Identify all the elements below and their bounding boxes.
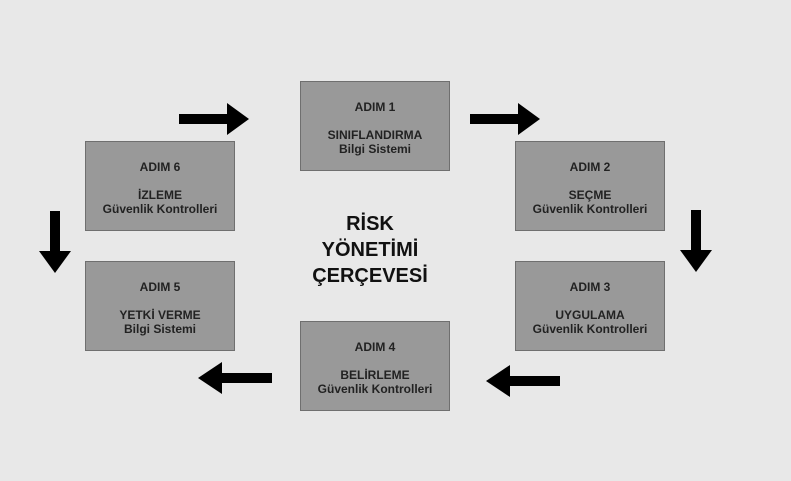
step-5-box: ADIM 5 YETKİ VERME Bilgi Sistemi xyxy=(85,261,235,351)
step-6-name: İZLEME xyxy=(138,188,182,202)
arrow-left-icon xyxy=(198,362,272,394)
step-5-name: YETKİ VERME xyxy=(119,308,201,322)
framework-title-line-2: YÖNETİMİ xyxy=(321,239,419,261)
step-1-name: SINIFLANDIRMA xyxy=(327,128,423,142)
step-6-number: ADIM 6 xyxy=(139,160,181,174)
step-3-name: UYGULAMA xyxy=(555,308,625,322)
arrow-right-icon xyxy=(179,103,249,135)
step-4-number: ADIM 4 xyxy=(354,340,396,354)
step-3-subtitle: Güvenlik Kontrolleri xyxy=(532,322,648,336)
step-5-subtitle: Bilgi Sistemi xyxy=(123,322,197,336)
step-3-box: ADIM 3 UYGULAMA Güvenlik Kontrolleri xyxy=(515,261,665,351)
arrow-left-icon xyxy=(486,365,560,397)
step-3-number: ADIM 3 xyxy=(569,280,611,294)
step-4-box: ADIM 4 BELİRLEME Güvenlik Kontrolleri xyxy=(300,321,450,411)
step-6-subtitle: Güvenlik Kontrolleri xyxy=(102,202,218,216)
framework-title-line-3: ÇERÇEVESİ xyxy=(312,265,428,287)
arrow-down-icon xyxy=(680,210,712,272)
step-1-number: ADIM 1 xyxy=(354,100,396,114)
arrow-right-icon xyxy=(470,103,540,135)
arrow-down-icon xyxy=(39,211,71,273)
step-5-number: ADIM 5 xyxy=(139,280,181,294)
step-4-name: BELİRLEME xyxy=(340,368,410,382)
step-4-subtitle: Güvenlik Kontrolleri xyxy=(317,382,433,396)
step-1-box: ADIM 1 SINIFLANDIRMA Bilgi Sistemi xyxy=(300,81,450,171)
step-2-name: SEÇME xyxy=(568,188,612,202)
framework-title-line-1: RİSK xyxy=(346,213,394,235)
step-2-box: ADIM 2 SEÇME Güvenlik Kontrolleri xyxy=(515,141,665,231)
step-1-subtitle: Bilgi Sistemi xyxy=(338,142,412,156)
step-2-number: ADIM 2 xyxy=(569,160,611,174)
step-2-subtitle: Güvenlik Kontrolleri xyxy=(532,202,648,216)
step-6-box: ADIM 6 İZLEME Güvenlik Kontrolleri xyxy=(85,141,235,231)
